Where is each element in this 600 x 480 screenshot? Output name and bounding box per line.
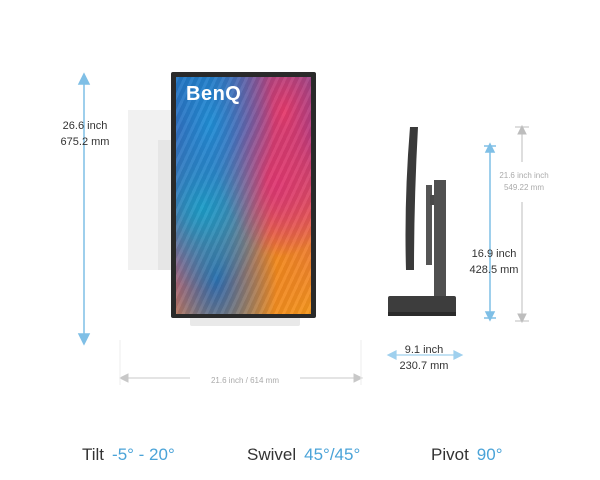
spec-swivel-label: Swivel (247, 445, 297, 464)
side-min-height-arrow (484, 142, 496, 322)
depth-mm: 230.7 mm (399, 360, 449, 372)
front-width-arrow (118, 340, 364, 385)
front-height-label: 26.6 inch 675.2 mm (52, 118, 118, 150)
depth-label: 9.1 inch 230.7 mm (394, 342, 454, 374)
side-min-height-inch: 16.9 inch (471, 248, 517, 260)
side-min-height-label: 16.9 inch 428.5 mm (462, 246, 526, 278)
front-monitor-screen (176, 77, 311, 314)
side-max-height-mm: 549.22 mm (503, 183, 545, 192)
side-max-height-label: 21.6 inch inch 549.22 mm (494, 170, 554, 194)
benq-logo: BenQ (186, 83, 242, 105)
side-min-height-mm: 428.5 mm (469, 264, 519, 276)
spec-pivot-value: 90° (476, 445, 503, 464)
front-height-inch: 26.6 inch (62, 120, 108, 132)
spec-tilt: Tilt -5° - 20° (82, 445, 175, 465)
depth-arrow (386, 350, 464, 360)
depth-inch: 9.1 inch (404, 344, 444, 356)
side-view-monitor (388, 127, 456, 316)
spec-pivot: Pivot 90° (431, 445, 503, 465)
side-max-height-arrow (515, 124, 529, 324)
front-width-label: 21.6 inch / 614 mm (190, 373, 300, 389)
front-stand (128, 110, 300, 326)
spec-swivel: Swivel 45°/45° (247, 445, 360, 465)
spec-pivot-label: Pivot (431, 445, 469, 464)
spec-swivel-value: 45°/45° (304, 445, 361, 464)
spec-tilt-label: Tilt (82, 445, 105, 464)
side-max-height-inch: 21.6 inch inch (499, 171, 549, 180)
front-height-mm: 675.2 mm (60, 136, 110, 148)
front-height-arrow (77, 72, 91, 346)
spec-tilt-value: -5° - 20° (112, 445, 175, 464)
